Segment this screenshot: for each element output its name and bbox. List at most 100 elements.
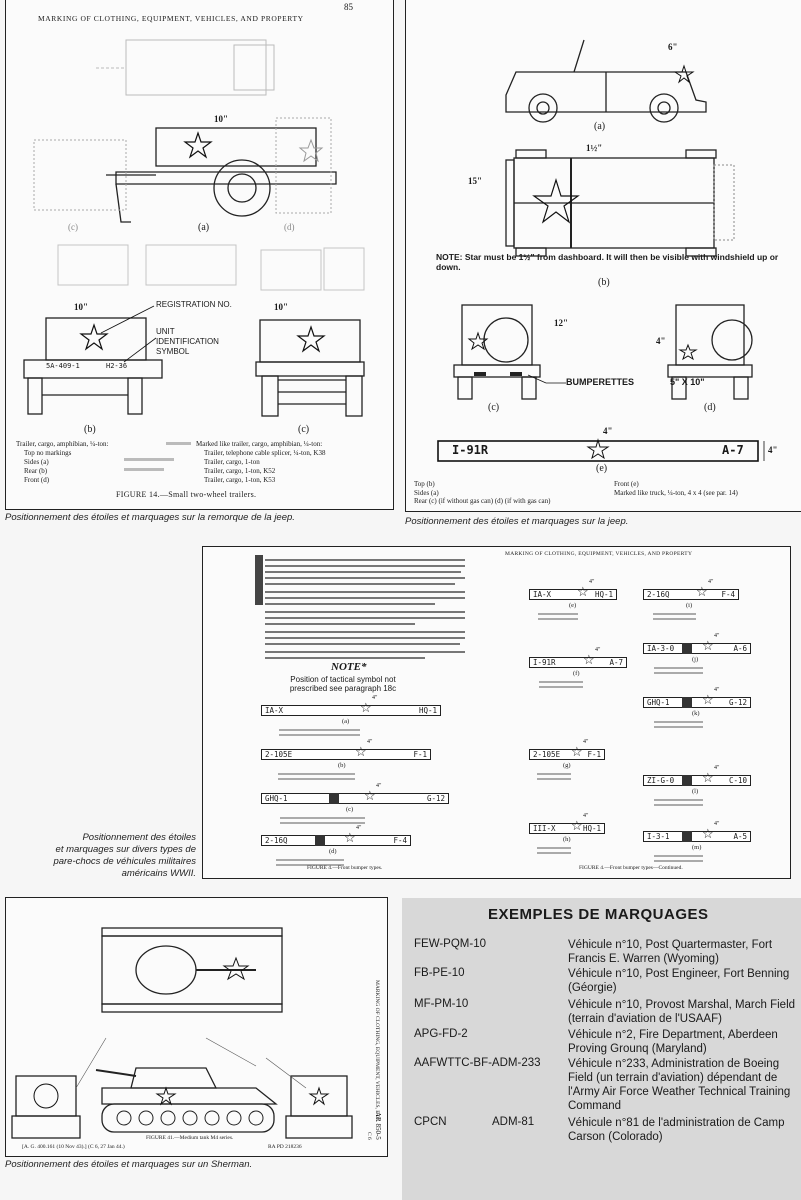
caption-scan-line bbox=[538, 618, 578, 620]
jeep-size-4a: 4" bbox=[656, 336, 666, 346]
star-icon: ☆ bbox=[364, 788, 376, 803]
bumper-left-code: I-91R bbox=[533, 658, 556, 667]
bumper-bar bbox=[261, 705, 441, 716]
page-number: 85 bbox=[344, 2, 353, 12]
star-size-label: 4" bbox=[714, 765, 720, 771]
caption-scan-line bbox=[279, 729, 360, 731]
caption-scan-line bbox=[279, 734, 360, 736]
star-icon: ☆ bbox=[344, 830, 356, 845]
star-icon: ☆ bbox=[360, 700, 372, 715]
bumper-figure-label: (j) bbox=[692, 656, 699, 663]
notes-left: Trailer, cargo, amphibian, ¼-ton: Top no… bbox=[16, 440, 108, 485]
bumper-bar bbox=[529, 589, 617, 600]
bumper-bar bbox=[643, 697, 751, 708]
caption-scan-line bbox=[654, 672, 703, 674]
bumper-left-code: IA-X bbox=[265, 706, 284, 715]
note-right-2: Trailer, cargo, 1-ton bbox=[204, 458, 260, 466]
figure-title: FIGURE 14.—Small two-wheel trailers. bbox=[116, 490, 257, 499]
bumper-left-code: 2-16Q bbox=[647, 590, 670, 599]
star-size-label: 4" bbox=[367, 739, 373, 745]
jeep-size-4b: 4" bbox=[603, 426, 613, 436]
star-size-label: 4" bbox=[583, 739, 589, 745]
jeep-label-a: (a) bbox=[594, 121, 606, 132]
bumper-left-code: IA-3-0 bbox=[647, 644, 675, 653]
bumper-right-code: HQ-1 bbox=[582, 824, 601, 833]
tactical-symbol-block bbox=[315, 835, 325, 846]
jeep-note-label: NOTE: bbox=[436, 252, 463, 262]
bumper-figure-label: (b) bbox=[338, 762, 346, 769]
jeep-size-6: 6" bbox=[668, 42, 678, 52]
caption-jeep: Positionnement des étoiles et marquages … bbox=[405, 516, 629, 527]
caption-bumpers-1: et marquages sur divers types de bbox=[55, 844, 196, 855]
caption-scan-line bbox=[278, 778, 355, 780]
caption-scan-line bbox=[276, 864, 344, 866]
caption-scan-line bbox=[280, 822, 365, 824]
bumper-figure-label: (h) bbox=[563, 836, 571, 843]
bumper-left-code: III-X bbox=[533, 824, 556, 833]
jeep-marking-plate: (a) 6" 15" 1½" NOTE: Star must be 1½" fr… bbox=[405, 0, 801, 512]
jeep-note-left-2: Rear (c) (if without gas can) (d) (if wi… bbox=[414, 497, 551, 505]
star-size-label: 4" bbox=[714, 821, 720, 827]
example-desc-4: Véhicule n°233, Administration de Boeing… bbox=[568, 1058, 791, 1112]
caption-scan-line bbox=[537, 847, 571, 849]
sherman-side-ref2: C 6 bbox=[366, 1132, 372, 1140]
example-code-2: MF-PM-10 bbox=[414, 998, 469, 1010]
label-c-faint: (c) bbox=[68, 222, 78, 232]
caption-scan-line bbox=[653, 618, 696, 620]
jeep-notes-right: Front (e) Marked like truck, ¼-ton, 4 x … bbox=[614, 480, 738, 497]
bumper-figure-label: (g) bbox=[563, 762, 571, 769]
note-left-1: Top no markings bbox=[24, 449, 72, 457]
jeep-star-rear-c bbox=[467, 331, 489, 351]
jeep-size-15: 15" bbox=[468, 176, 482, 186]
example-desc-0: Véhicule n°10, Post Quartermaster, Fort … bbox=[568, 939, 773, 965]
bumper-figure-label: (c) bbox=[346, 806, 354, 813]
caption-scan-line bbox=[654, 855, 703, 857]
bumper-right-code: HQ-1 bbox=[594, 590, 613, 599]
note-right-3: Trailer, cargo, 1-ton, K52 bbox=[204, 467, 276, 475]
size-label-top: 10" bbox=[214, 114, 228, 124]
tactical-symbol-block bbox=[682, 697, 692, 708]
jeep-star-hood bbox=[532, 177, 580, 224]
caption-scan-line bbox=[276, 859, 344, 861]
trailer-marking-plate: 85 MARKING OF CLOTHING, EQUIPMENT, VEHIC… bbox=[5, 0, 394, 510]
star-icon: ☆ bbox=[702, 692, 714, 707]
star-icon: ☆ bbox=[577, 584, 589, 599]
star-size-label: 4" bbox=[372, 695, 378, 701]
jeep-notes-left: Top (b) Sides (a) Rear (c) (if without g… bbox=[414, 480, 550, 506]
sherman-star-side bbox=[155, 1086, 177, 1106]
jeep-note-text: Star must be 1½" from dashboard. It will… bbox=[436, 252, 779, 272]
bumper-right-code: A-5 bbox=[733, 832, 747, 841]
note-left-2: Sides (a) bbox=[24, 458, 49, 466]
sherman-footer-left: [A. G. 400.161 (10 Nov 43).] (C 6, 27 Ja… bbox=[22, 1144, 125, 1150]
caption-scan-line bbox=[537, 852, 571, 854]
caption-bumpers-2: pare-chocs de véhicules militaires bbox=[53, 856, 196, 867]
jeep-drawings bbox=[437, 39, 765, 462]
jeep-plate-right: A-7 bbox=[722, 443, 744, 457]
bumper-left-code: GHQ-1 bbox=[265, 794, 288, 803]
bumper-figure-label: (a) bbox=[342, 718, 350, 725]
notes-right: Marked like trailer, cargo, amphibian, ¼… bbox=[196, 440, 325, 485]
label-d-faint: (d) bbox=[284, 222, 295, 232]
star-size-label: 4" bbox=[708, 579, 714, 585]
jeep-label-d: (d) bbox=[704, 402, 716, 413]
note-left-4: Front (d) bbox=[24, 476, 50, 484]
bumper-left-code: 2-105E bbox=[265, 750, 293, 759]
star-side bbox=[183, 131, 213, 159]
example-desc-5: Véhicule n°81 de l'administration de Cam… bbox=[568, 1117, 785, 1143]
bumper-figure-label: (m) bbox=[692, 844, 702, 851]
bumper-right-code: F-4 bbox=[393, 836, 407, 845]
label-a: (a) bbox=[198, 222, 210, 233]
sherman-side-ref: AR 850-5 bbox=[374, 1112, 382, 1140]
bumper-left-code: I-3-1 bbox=[647, 832, 670, 841]
bumper-figure-label: (e) bbox=[569, 602, 577, 609]
jeep-size-1half: 1½" bbox=[586, 143, 603, 153]
bumper-left-code: IA-X bbox=[533, 590, 552, 599]
star-icon: ☆ bbox=[571, 818, 583, 833]
bumper-right-code: C-10 bbox=[728, 776, 747, 785]
